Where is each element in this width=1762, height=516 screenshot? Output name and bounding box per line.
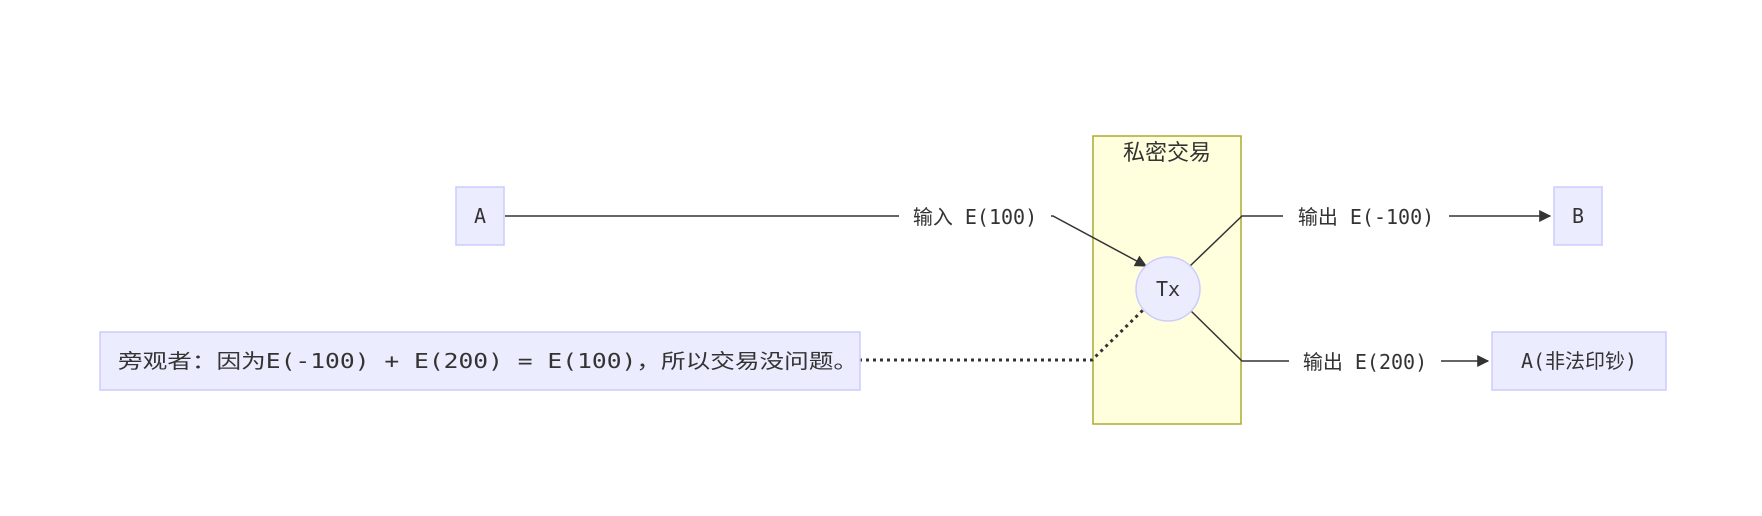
node-observer-box[interactable] [99, 331, 861, 391]
edge-output-a-label: 输出 E(200) [1303, 350, 1427, 374]
edge-output-a-label-bg [1289, 349, 1441, 375]
node-observer-label: 旁观者：因为E(-100) + E(200) = E(100)，所以交易没问题。 [118, 349, 858, 373]
node-a-illegal-box[interactable] [1491, 331, 1667, 391]
node-b-label: B [1572, 204, 1584, 228]
edge-input-label-bg [899, 204, 1051, 230]
edge-input-line [505, 215, 1148, 267]
edges: 输入 E(100) 输出 E(-100) 输出 E(200) [505, 204, 1552, 375]
cluster-private-transaction: 私密交易 [1092, 135, 1242, 425]
node-b-box[interactable] [1553, 186, 1603, 246]
node-a-label: A [474, 204, 486, 228]
edge-output-b-label: 输出 E(-100) [1298, 205, 1434, 229]
node-a[interactable]: A [455, 186, 505, 246]
node-a-illegal-label: A(非法印钞) [1521, 349, 1637, 373]
node-tx-circle[interactable] [1135, 256, 1201, 322]
nodes: A Tx B A(非法印钞) 旁观者：因为E(-100) + E(200) = … [99, 186, 1667, 391]
node-tx[interactable]: Tx [1135, 256, 1201, 322]
node-a-box[interactable] [455, 186, 505, 246]
node-tx-label: Tx [1156, 277, 1180, 301]
edge-input-label: 输入 E(100) [913, 205, 1037, 229]
node-b[interactable]: B [1553, 186, 1603, 246]
node-a-illegal[interactable]: A(非法印钞) [1491, 331, 1667, 391]
node-observer[interactable]: 旁观者：因为E(-100) + E(200) = E(100)，所以交易没问题。 [99, 331, 861, 391]
edge-observer-dotted [859, 308, 1145, 362]
cluster-title: 私密交易 [1123, 141, 1211, 166]
edge-output-b-label-bg [1283, 204, 1449, 230]
